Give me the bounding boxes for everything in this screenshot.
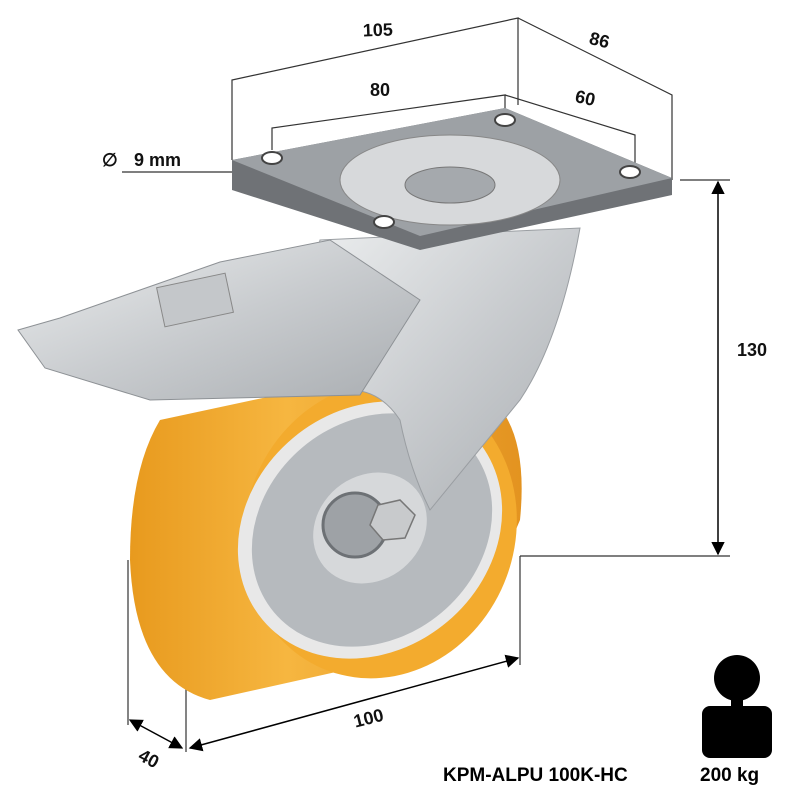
load-capacity: 200 kg <box>700 765 759 786</box>
dim-hole-spacing-width: 60 <box>573 86 597 110</box>
dimension-lines <box>122 17 730 752</box>
brake-pedal <box>17 239 421 401</box>
dim-plate-length: 105 <box>362 19 393 40</box>
dim-wheel-diameter: 100 <box>352 705 386 732</box>
mounting-holes <box>261 113 641 229</box>
axle-nut <box>369 499 416 541</box>
weight-icon <box>702 655 772 758</box>
dim-hole-spacing-length: 80 <box>370 80 390 100</box>
product-model: KPM-ALPU 100K-HC <box>443 765 628 786</box>
dim-plate-width: 86 <box>587 28 611 52</box>
dim-bolt-hole: 9 mm <box>134 150 181 170</box>
diameter-symbol: ∅ <box>102 150 118 170</box>
dim-height: 130 <box>737 340 767 360</box>
caster-illustration <box>17 108 672 700</box>
dim-wheel-width: 40 <box>135 745 162 772</box>
